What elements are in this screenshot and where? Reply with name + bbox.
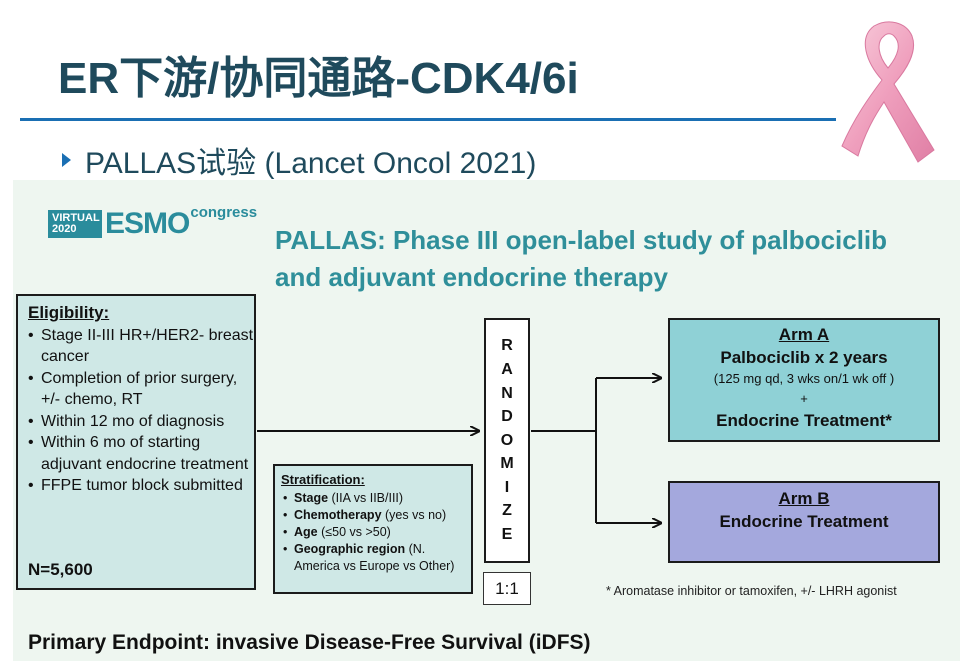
eligibility-box: Eligibility: Stage II-III HR+/HER2- brea… bbox=[16, 294, 256, 590]
title-divider bbox=[20, 118, 836, 121]
randomize-letter: O bbox=[500, 431, 514, 449]
arm-a-title: Arm A bbox=[778, 325, 830, 344]
list-item: Stage II-III HR+/HER2- breast cancer bbox=[28, 325, 254, 368]
arm-a-drug: Palbociclib x 2 years bbox=[720, 348, 888, 367]
randomize-letter: I bbox=[504, 478, 510, 496]
bullet-text: PALLAS试验 (Lancet Oncol 2021) bbox=[85, 147, 537, 180]
list-item: Chemotherapy (yes vs no) bbox=[281, 507, 471, 524]
bullet-arrow-icon bbox=[62, 153, 71, 167]
esmo-congress-label: congress bbox=[190, 204, 258, 221]
stratification-box: Stratification: Stage (IIA vs IIB/III) C… bbox=[273, 464, 473, 594]
stratification-heading: Stratification: bbox=[281, 472, 365, 487]
randomize-letter: E bbox=[501, 526, 513, 544]
esmo-mark: ESMO bbox=[105, 207, 190, 240]
randomize-box: R A N D O M I Z E bbox=[484, 318, 530, 563]
slide-title: PALLAS: Phase III open-label study of pa… bbox=[275, 225, 888, 292]
list-item: Stage (IIA vs IIB/III) bbox=[281, 490, 471, 507]
arm-b-endocrine: Endocrine Treatment bbox=[719, 512, 889, 531]
arm-b-title: Arm B bbox=[778, 489, 830, 508]
randomize-letter: D bbox=[501, 408, 513, 426]
page-title: ER下游/协同通路-CDK4/6i bbox=[58, 54, 579, 103]
randomize-letter: A bbox=[501, 360, 513, 378]
pink-ribbon-icon bbox=[841, 21, 935, 163]
list-item: FFPE tumor block submitted bbox=[28, 475, 254, 497]
sample-size: N=5,600 bbox=[28, 559, 93, 579]
arm-a-box: Arm A Palbociclib x 2 years (125 mg qd, … bbox=[668, 318, 940, 442]
esmo-virtual-badge: VIRTUAL 2020 bbox=[48, 210, 102, 238]
randomization-ratio: 1:1 bbox=[483, 572, 531, 605]
randomize-letter: N bbox=[501, 384, 513, 402]
randomize-letter: M bbox=[500, 455, 514, 473]
arm-a-endocrine: Endocrine Treatment* bbox=[716, 411, 892, 430]
bullet-point: PALLAS试验 (Lancet Oncol 2021) bbox=[62, 138, 536, 182]
randomize-letter: Z bbox=[502, 502, 512, 520]
list-item: Completion of prior surgery, +/- chemo, … bbox=[28, 368, 254, 411]
list-item: Age (≤50 vs >50) bbox=[281, 524, 471, 541]
eligibility-list: Stage II-III HR+/HER2- breast cancer Com… bbox=[28, 325, 254, 497]
stratification-list: Stage (IIA vs IIB/III) Chemotherapy (yes… bbox=[281, 490, 471, 575]
list-item: Geographic region (N. America vs Europe … bbox=[281, 541, 471, 575]
arm-b-box: Arm B Endocrine Treatment bbox=[668, 481, 940, 563]
esmo-logo: VIRTUAL 2020 ESMO congress bbox=[48, 204, 257, 240]
list-item: Within 6 mo of starting adjuvant endocri… bbox=[28, 432, 254, 475]
randomize-letter: R bbox=[501, 337, 513, 355]
arm-a-plus: + bbox=[800, 391, 808, 406]
primary-endpoint: Primary Endpoint: invasive Disease-Free … bbox=[28, 631, 591, 654]
arm-a-dose: (125 mg qd, 3 wks on/1 wk off ) bbox=[713, 371, 895, 386]
eligibility-heading: Eligibility: bbox=[28, 303, 110, 322]
footnote: * Aromatase inhibitor or tamoxifen, +/- … bbox=[606, 584, 897, 598]
list-item: Within 12 mo of diagnosis bbox=[28, 411, 254, 433]
